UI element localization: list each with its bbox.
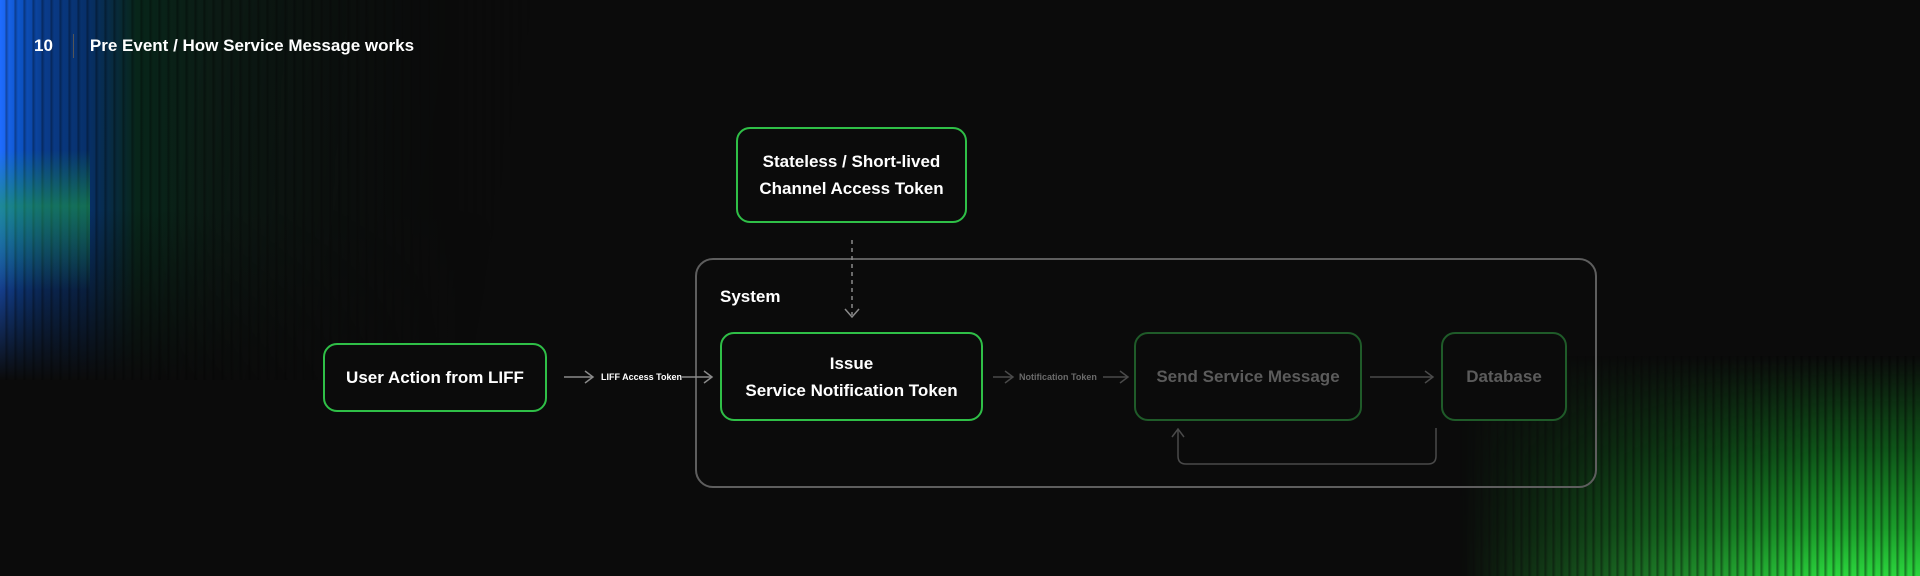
node-user-action: User Action from LIFF: [323, 343, 547, 412]
arrowhead-label-to-issue: [703, 370, 714, 384]
node-issue-token-line2: Service Notification Token: [745, 380, 958, 400]
system-label: System: [720, 287, 781, 306]
node-send-service-message-label: Send Service Message: [1156, 367, 1340, 386]
header-divider: [72, 34, 74, 58]
node-channel-access-token: Stateless / Short-lived Channel Access T…: [736, 127, 967, 223]
arrowhead-user-to-label: [584, 370, 595, 384]
page-title: Pre Event / How Service Message works: [89, 36, 415, 55]
node-channel-access-token-line1: Stateless / Short-lived: [762, 152, 941, 171]
arrowhead-channel-to-issue: [844, 308, 860, 319]
node-database: Database: [1441, 332, 1567, 421]
node-send-service-message: Send Service Message: [1134, 332, 1362, 421]
loop-arrow-database-to-send: [1177, 428, 1437, 465]
system-boundary: [695, 258, 1597, 488]
arrowhead-issue-to-label: [1004, 370, 1015, 384]
node-user-action-label: User Action from LIFF: [346, 368, 524, 387]
slide-header: 10 Pre Event / How Service Message works: [34, 34, 414, 58]
edge-label-notification-token: Notification Token: [1019, 372, 1097, 382]
arrowhead-loop: [1171, 427, 1185, 438]
page-number: 10: [34, 36, 53, 55]
arrowhead-send-to-database: [1424, 370, 1435, 384]
edge-label-liff-access-token: LIFF Access Token: [601, 372, 683, 382]
arrowhead-label-to-send: [1119, 370, 1130, 384]
node-issue-token-line1: Issue: [829, 353, 874, 373]
node-issue-token: Issue Service Notification Token: [720, 332, 983, 421]
node-database-label: Database: [1466, 367, 1542, 386]
node-channel-access-token-line2: Channel Access Token: [759, 179, 944, 198]
